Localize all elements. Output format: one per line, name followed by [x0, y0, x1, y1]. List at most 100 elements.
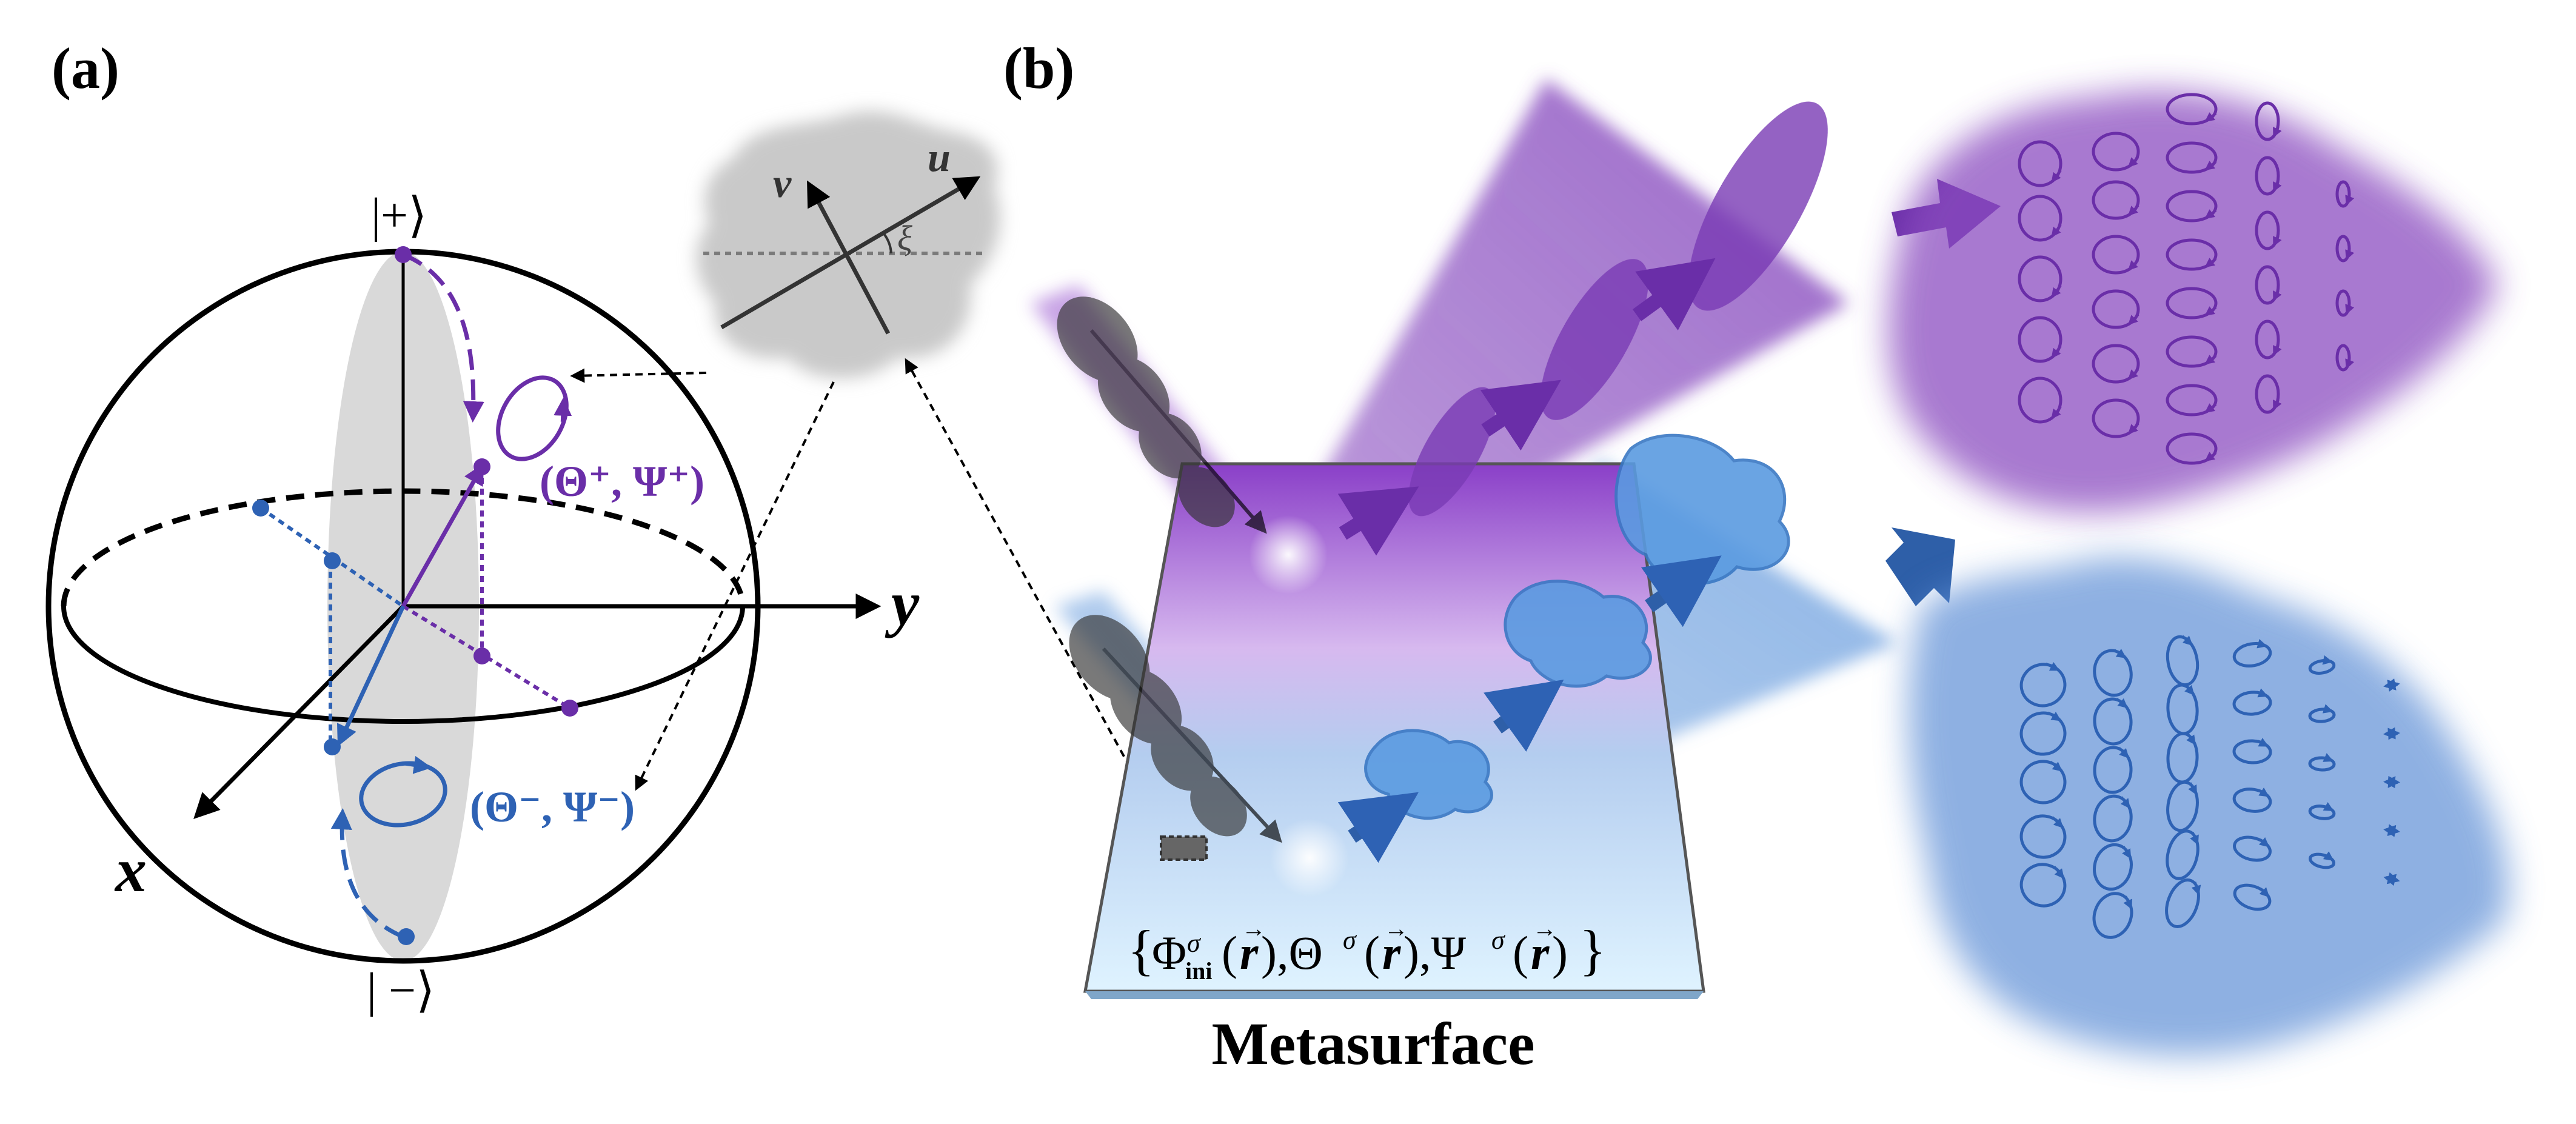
purple-polarization-map — [1888, 90, 2498, 512]
polarization-glyph-p-1 — [2018, 140, 2062, 187]
svg-text:): ) — [1552, 926, 1568, 979]
polarization-glyph-p-22 — [2255, 210, 2282, 250]
svg-text:σ: σ — [1187, 928, 1202, 958]
point-minus-equator — [252, 500, 269, 517]
polarization-glyph-b-10 — [2093, 843, 2133, 891]
pointer-to-minus-ellipse — [635, 381, 835, 791]
polarization-glyph-b-6 — [2093, 649, 2133, 697]
svg-text:),Ψ: ),Ψ — [1403, 926, 1466, 979]
polarization-glyph-b-22 — [2233, 835, 2272, 862]
polarization-glyph-b-31 — [2383, 775, 2400, 789]
blue-spot — [1270, 818, 1349, 897]
panel-b-label: (b) — [1003, 36, 1074, 101]
svg-text:),Θ: ),Θ — [1261, 926, 1323, 979]
svg-text:ini: ini — [1185, 957, 1212, 985]
state-minus-label: (Θ⁻, Ψ⁻) — [470, 783, 635, 831]
polarization-glyph-b-27 — [2308, 801, 2336, 820]
polarization-glyph-p-24 — [2255, 319, 2282, 360]
polarization-glyph-b-5 — [2019, 863, 2067, 908]
polarization-glyph-b-24 — [2308, 655, 2336, 675]
polarization-glyph-b-28 — [2308, 851, 2336, 869]
polarization-glyph-b-26 — [2308, 753, 2336, 772]
inset-v-axis — [807, 180, 891, 335]
polarization-glyph-b-25 — [2308, 704, 2336, 723]
polarization-ellipse-plus — [496, 375, 572, 461]
polarization-glyph-p-9 — [2092, 289, 2140, 329]
polarization-glyph-b-29 — [2383, 678, 2400, 692]
inset-u-axis — [720, 176, 981, 330]
polarization-glyph-b-4 — [2019, 814, 2067, 859]
polarization-glyph-b-3 — [2019, 760, 2067, 805]
polarization-glyph-p-19 — [2166, 432, 2218, 465]
polarization-glyph-p-23 — [2255, 265, 2282, 305]
blue-propagation-arrows — [1337, 555, 1722, 863]
state-vector-plus — [401, 463, 484, 607]
meta-atom — [1160, 835, 1208, 861]
blue-polarization-map — [1908, 557, 2509, 1056]
panel-a: (a) (Θ⁺, Ψ⁺) — [45, 36, 1174, 1017]
polarization-glyph-b-11 — [2092, 892, 2133, 939]
point-minus-state — [324, 738, 341, 755]
polarization-glyph-p-20 — [2255, 101, 2282, 141]
trajectory-plus — [402, 252, 484, 423]
inset-u-label: u — [928, 134, 951, 180]
polarization-glyph-p-12 — [2166, 93, 2218, 125]
point-plus-projection — [473, 647, 490, 664]
polarization-glyph-p-7 — [2092, 180, 2140, 220]
polarization-glyph-p-11 — [2092, 398, 2140, 438]
state-vector-minus — [336, 605, 406, 747]
svg-text:r: r — [1240, 926, 1259, 979]
polarization-glyph-p-29 — [2335, 344, 2355, 372]
axis-y-label: y — [885, 569, 920, 638]
point-plus-equator — [561, 700, 578, 717]
polarization-glyph-p-17 — [2166, 335, 2218, 368]
svg-text:Φ: Φ — [1152, 926, 1186, 979]
polarization-glyph-p-18 — [2166, 384, 2218, 416]
polarization-glyph-p-6 — [2092, 132, 2140, 172]
point-plus-state — [473, 458, 490, 475]
blue-big-arrow — [1885, 527, 1955, 606]
blue-incoming-wavefronts — [1069, 615, 1282, 843]
polarization-glyph-b-7 — [2093, 697, 2133, 746]
blue-polarization-glyphs — [2019, 635, 2400, 939]
purple-propagation-arrows — [1337, 258, 1716, 556]
svg-text:r: r — [1382, 926, 1401, 979]
polarization-glyph-b-23 — [2233, 883, 2272, 911]
polarization-glyph-b-30 — [2383, 727, 2400, 740]
inset-v-label: v — [773, 160, 792, 206]
ket-minus-label: | −⟩ — [367, 964, 435, 1017]
polarization-glyph-p-28 — [2335, 289, 2355, 317]
polarization-glyph-b-9 — [2093, 794, 2133, 843]
svg-text:(: ( — [1364, 926, 1380, 979]
polarization-glyph-b-20 — [2232, 738, 2272, 764]
blue-output-wavefronts — [1364, 433, 1790, 820]
purple-spot — [1249, 515, 1328, 594]
polarization-glyph-p-2 — [2018, 195, 2062, 242]
svg-text:σ: σ — [1343, 925, 1357, 955]
polarization-glyph-b-33 — [2383, 872, 2400, 886]
svg-text:(: ( — [1222, 926, 1237, 979]
purple-incoming-wavefronts — [1057, 296, 1267, 534]
svg-text:→: → — [1384, 915, 1408, 942]
polarization-glyph-p-15 — [2166, 238, 2218, 271]
panel-b: (b) Metasurface { Φ σ ini ( r → ),Θ σ ( … — [1003, 36, 2509, 1077]
point-minus-projection — [324, 552, 341, 569]
x-axis — [193, 604, 405, 819]
polarization-glyph-b-12 — [2166, 635, 2200, 687]
polarization-glyph-p-3 — [2018, 255, 2062, 303]
point-plus-pole — [395, 246, 412, 263]
polarization-glyph-b-2 — [2019, 711, 2067, 756]
polarization-glyph-b-18 — [2232, 639, 2272, 667]
polarization-glyph-b-32 — [2383, 824, 2400, 837]
polarization-glyph-p-13 — [2166, 141, 2218, 174]
state-plus-label: (Θ⁺, Ψ⁺) — [540, 457, 704, 506]
polarization-glyph-p-26 — [2335, 180, 2355, 208]
ket-plus-label: |+⟩ — [371, 189, 427, 243]
polarization-glyph-p-14 — [2166, 190, 2218, 222]
inset-angle-arc — [881, 230, 892, 254]
equator-front — [61, 606, 745, 724]
polarization-glyph-b-17 — [2165, 878, 2201, 928]
purple-polarization-glyphs — [2018, 93, 2355, 465]
polarization-glyph-b-15 — [2166, 780, 2199, 832]
